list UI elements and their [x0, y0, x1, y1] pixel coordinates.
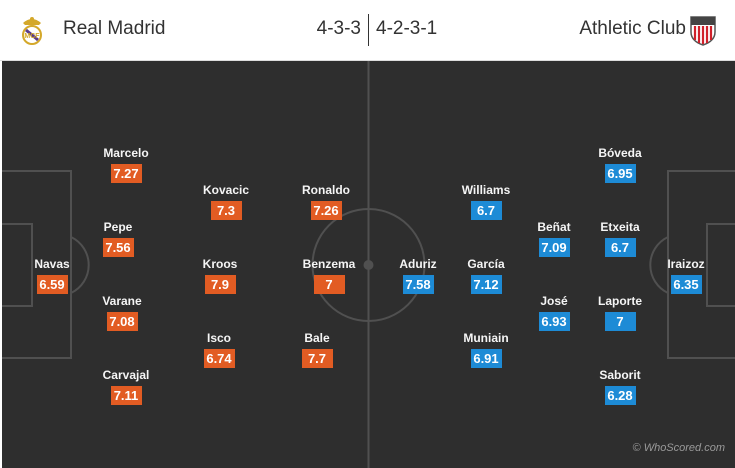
- player-rating: 6.28: [604, 386, 636, 405]
- player-rating: 7: [604, 312, 636, 331]
- player-rating: 6.91: [470, 349, 502, 368]
- away-player-etxeita[interactable]: Etxeita 6.7: [580, 220, 660, 257]
- player-rating: 6.93: [538, 312, 570, 331]
- player-name: Iraizoz: [667, 257, 705, 271]
- svg-text:MCF: MCF: [24, 33, 40, 40]
- away-player-jose[interactable]: José 6.93: [514, 294, 594, 331]
- player-rating: 7.27: [110, 164, 142, 183]
- pitch: Navas 6.59 Marcelo 7.27 Pepe 7.56 Varane…: [2, 61, 735, 468]
- player-rating: 7.11: [110, 386, 142, 405]
- away-player-laporte[interactable]: Laporte 7: [580, 294, 660, 331]
- home-player-kroos[interactable]: Kroos 7.9: [180, 257, 260, 294]
- player-rating: 7.7: [301, 349, 333, 368]
- away-player-iraizoz[interactable]: Iraizoz 6.35: [646, 257, 726, 294]
- match-header: MCF Real Madrid 4-3-3 4-2-3-1 Athletic C…: [0, 0, 735, 61]
- home-player-bale[interactable]: Bale 7.7: [277, 331, 357, 368]
- player-name: Benzema: [302, 257, 356, 271]
- home-player-kovacic[interactable]: Kovacic 7.3: [186, 183, 266, 220]
- home-player-marcelo[interactable]: Marcelo 7.27: [86, 146, 166, 183]
- player-rating: 7.12: [470, 275, 502, 294]
- formation-divider: [368, 14, 369, 46]
- home-player-benzema[interactable]: Benzema 7: [289, 257, 369, 294]
- player-rating: 7.56: [102, 238, 134, 257]
- home-player-isco[interactable]: Isco 6.74: [179, 331, 259, 368]
- player-rating: 7.58: [402, 275, 434, 294]
- player-name: Aduriz: [399, 257, 437, 271]
- away-formation: 4-2-3-1: [376, 18, 438, 39]
- home-player-varane[interactable]: Varane 7.08: [82, 294, 162, 331]
- player-name: Ronaldo: [302, 183, 350, 197]
- player-name: Muniain: [463, 331, 509, 345]
- real-madrid-crest-icon: MCF: [22, 17, 42, 45]
- away-player-aduriz[interactable]: Aduriz 7.58: [378, 257, 458, 294]
- home-player-navas[interactable]: Navas 6.59: [12, 257, 92, 294]
- player-name: Williams: [461, 183, 511, 197]
- athletic-club-crest-icon: [690, 16, 716, 46]
- player-name: Carvajal: [102, 368, 150, 382]
- player-rating: 7.3: [210, 201, 242, 220]
- player-name: Varane: [102, 294, 142, 308]
- player-rating: 6.7: [604, 238, 636, 257]
- player-name: Etxeita: [600, 220, 640, 234]
- player-name: Bale: [304, 331, 330, 345]
- player-name: García: [467, 257, 505, 271]
- player-rating: 7.08: [106, 312, 138, 331]
- home-player-ronaldo[interactable]: Ronaldo 7.26: [286, 183, 366, 220]
- away-player-benat[interactable]: Beñat 7.09: [514, 220, 594, 257]
- away-player-garcia[interactable]: García 7.12: [446, 257, 526, 294]
- player-name: Kovacic: [202, 183, 250, 197]
- player-name: Navas: [34, 257, 70, 271]
- player-rating: 6.59: [36, 275, 68, 294]
- player-name: Beñat: [537, 220, 571, 234]
- player-name: Isco: [206, 331, 231, 345]
- away-player-muniain[interactable]: Muniain 6.91: [446, 331, 526, 368]
- player-name: Saborit: [599, 368, 641, 382]
- player-rating: 6.95: [604, 164, 636, 183]
- away-player-saborit[interactable]: Saborit 6.28: [580, 368, 660, 405]
- player-rating: 7.09: [538, 238, 570, 257]
- player-rating: 6.74: [203, 349, 235, 368]
- away-player-boveda[interactable]: Bóveda 6.95: [580, 146, 660, 183]
- player-rating: 6.7: [470, 201, 502, 220]
- home-formation: 4-3-3: [316, 18, 361, 39]
- pitch-markings: [2, 61, 735, 468]
- player-name: Pepe: [103, 220, 133, 234]
- watermark: © WhoScored.com: [632, 442, 725, 454]
- away-player-williams[interactable]: Williams 6.7: [446, 183, 526, 220]
- player-rating: 6.35: [670, 275, 702, 294]
- home-player-pepe[interactable]: Pepe 7.56: [78, 220, 158, 257]
- home-team-name: Real Madrid: [63, 18, 166, 39]
- home-player-carvajal[interactable]: Carvajal 7.11: [86, 368, 166, 405]
- player-rating: 7.9: [204, 275, 236, 294]
- player-name: Bóveda: [598, 146, 642, 160]
- player-name: José: [540, 294, 568, 308]
- player-name: Laporte: [597, 294, 642, 308]
- player-name: Kroos: [202, 257, 238, 271]
- player-name: Marcelo: [103, 146, 149, 160]
- player-rating: 7: [313, 275, 345, 294]
- away-team-name: Athletic Club: [579, 18, 686, 39]
- player-rating: 7.26: [310, 201, 342, 220]
